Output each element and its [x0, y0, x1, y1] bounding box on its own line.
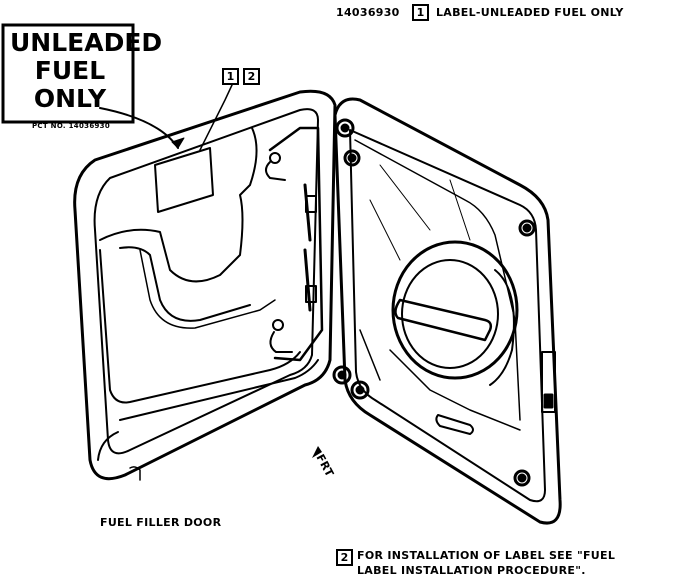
screw-bottom-right [513, 469, 531, 487]
side-tab [541, 351, 556, 413]
legend-number-1: 1 [412, 4, 429, 21]
legend-text-2: FOR INSTALLATION OF LABEL SEE "FUEL LABE… [357, 548, 615, 578]
screw-bottom-mid [350, 380, 370, 400]
callout-leader [199, 84, 233, 151]
legend-text-2-line1: FOR INSTALLATION OF LABEL SEE "FUEL [357, 549, 616, 562]
callout-2: 2 [243, 68, 260, 85]
legend-text-2-line2: LABEL INSTALLATION PROCEDURE". [357, 564, 586, 577]
legend-number-2: 2 [336, 549, 353, 566]
label-art-box [1, 23, 135, 124]
screw-top-mid [343, 149, 361, 167]
fuel-cap-handle [394, 298, 493, 342]
screw-top-right [518, 219, 536, 237]
drain-slot [435, 414, 474, 435]
label-art-small-text: PCT NO. 14036930 [32, 122, 110, 130]
screw-bottom-left [332, 365, 352, 385]
label-art-text: UNLEADED FUEL ONLY [10, 28, 163, 113]
label-art-line3: ONLY [33, 84, 107, 113]
legend-text-1: LABEL-UNLEADED FUEL ONLY [436, 6, 624, 19]
part-label: FUEL FILLER DOOR [100, 516, 222, 529]
label-art-line2: FUEL [34, 56, 106, 85]
label-art-line1: UNLEADED [10, 28, 163, 57]
fuel-cap-inner [401, 259, 499, 369]
label-arrow-head [171, 137, 185, 149]
label-arrow-line [99, 107, 179, 149]
door-label-area [154, 147, 214, 213]
callout-1: 1 [222, 68, 239, 85]
screw-top-left [335, 118, 355, 138]
housing-outline [333, 97, 562, 525]
door-recess [99, 127, 258, 283]
part-leader [129, 466, 141, 481]
door-inner-panel [93, 108, 319, 455]
front-arrow-icon [312, 446, 322, 458]
hinge-arm [268, 126, 324, 362]
fuel-cap-outer [391, 240, 519, 380]
part-number: 14036930 [336, 6, 400, 19]
door-outer-outline [73, 89, 337, 481]
